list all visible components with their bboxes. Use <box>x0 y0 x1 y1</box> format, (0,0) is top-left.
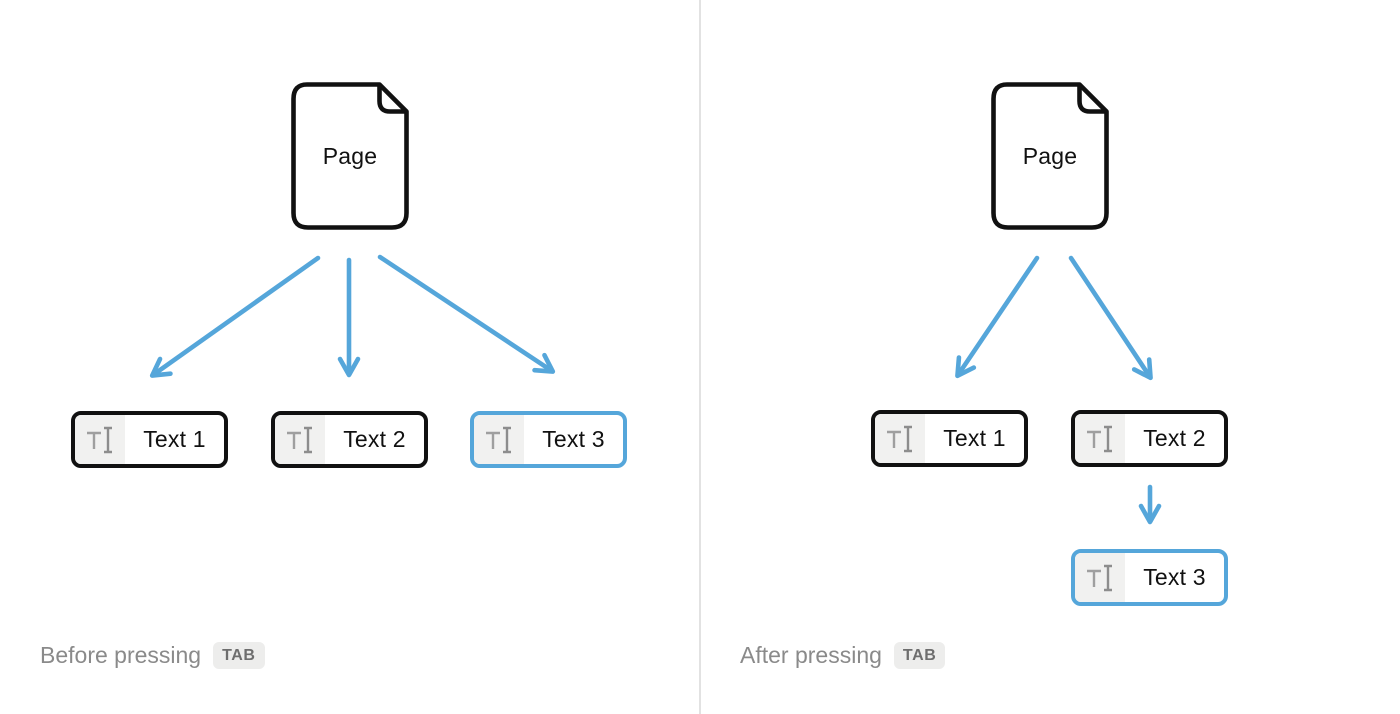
page-label: Page <box>322 142 378 169</box>
document-icon <box>291 82 409 230</box>
caption-text: Before pressing <box>40 641 202 668</box>
arrow-after-page-to-text2 <box>1068 255 1153 381</box>
page-icon: Page <box>991 82 1109 230</box>
caption-before: Before pressing TAB <box>40 638 265 672</box>
panel-divider <box>699 0 701 714</box>
tab-key-badge: TAB <box>893 641 946 669</box>
text-block-before-3-selected: Text 3 <box>470 411 627 468</box>
arrow-before-page-to-text1 <box>149 255 321 378</box>
page-icon: Page <box>291 82 409 230</box>
arrow-before-page-to-text3 <box>377 254 556 374</box>
page-label: Page <box>1022 142 1078 169</box>
text-block-after-2: Text 2 <box>1071 410 1228 467</box>
text-block-label: Text 3 <box>1143 564 1206 590</box>
document-icon <box>991 82 1109 230</box>
text-cursor-icon <box>875 414 925 463</box>
text-cursor-icon <box>275 415 325 464</box>
arrow-after-page-to-text1 <box>955 255 1040 379</box>
text-block-label: Text 1 <box>943 425 1006 451</box>
text-block-before-1: Text 1 <box>71 411 228 468</box>
text-block-before-2: Text 2 <box>271 411 428 468</box>
caption-text: After pressing <box>740 641 882 668</box>
text-block-after-1: Text 1 <box>871 410 1028 467</box>
text-cursor-icon <box>1075 414 1125 463</box>
text-block-label: Text 3 <box>542 426 605 452</box>
text-block-label: Text 2 <box>1143 425 1206 451</box>
text-block-after-3-selected: Text 3 <box>1071 549 1228 606</box>
text-block-label: Text 1 <box>143 426 206 452</box>
text-cursor-icon <box>75 415 125 464</box>
caption-after: After pressing TAB <box>740 638 946 672</box>
text-cursor-icon <box>474 415 524 464</box>
text-block-label: Text 2 <box>343 426 406 452</box>
tab-key-badge: TAB <box>213 641 265 669</box>
text-cursor-icon <box>1075 553 1125 602</box>
